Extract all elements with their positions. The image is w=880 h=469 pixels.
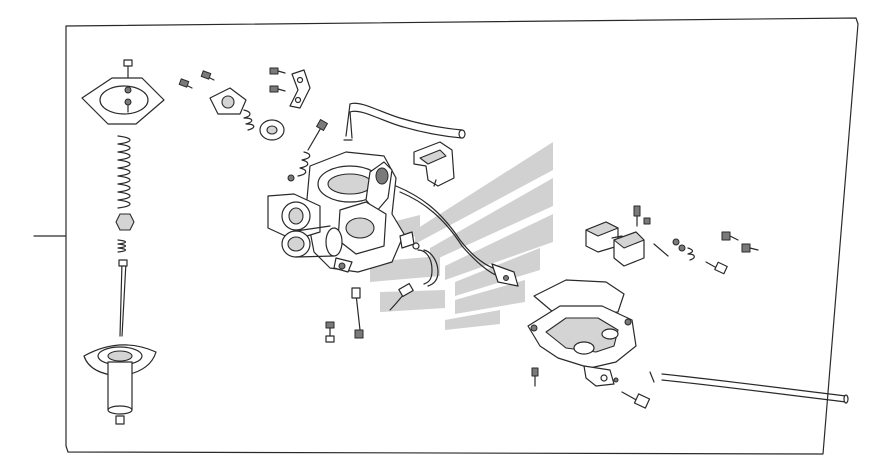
- jet-needle-part: [118, 259, 128, 337]
- spring-part: [117, 135, 131, 209]
- small-screws-group: [178, 67, 286, 93]
- electric-choke-part: [413, 141, 455, 187]
- choke-plunger-part: [209, 87, 285, 141]
- diaphragm-piston-part: [83, 344, 157, 425]
- vent-hose-part: [343, 102, 466, 141]
- small-spring-part: [117, 239, 127, 253]
- small-tube-part: [417, 249, 439, 287]
- mounting-bracket-part: [289, 69, 311, 109]
- vacuum-cover-part: [81, 59, 165, 125]
- float-valve-parts-group: [633, 205, 759, 275]
- idle-screw-part: [287, 119, 328, 182]
- jet-parts-group: [325, 282, 414, 343]
- diagram-frame: [65, 17, 859, 455]
- choke-wire-part: [395, 185, 519, 287]
- float-part: [585, 221, 645, 267]
- needle-clip-part: [115, 213, 135, 231]
- drain-screw-part: [531, 367, 651, 409]
- throttle-body-part: [267, 151, 420, 273]
- float-bowl-part: [527, 279, 637, 387]
- drain-hose-part: [649, 371, 849, 404]
